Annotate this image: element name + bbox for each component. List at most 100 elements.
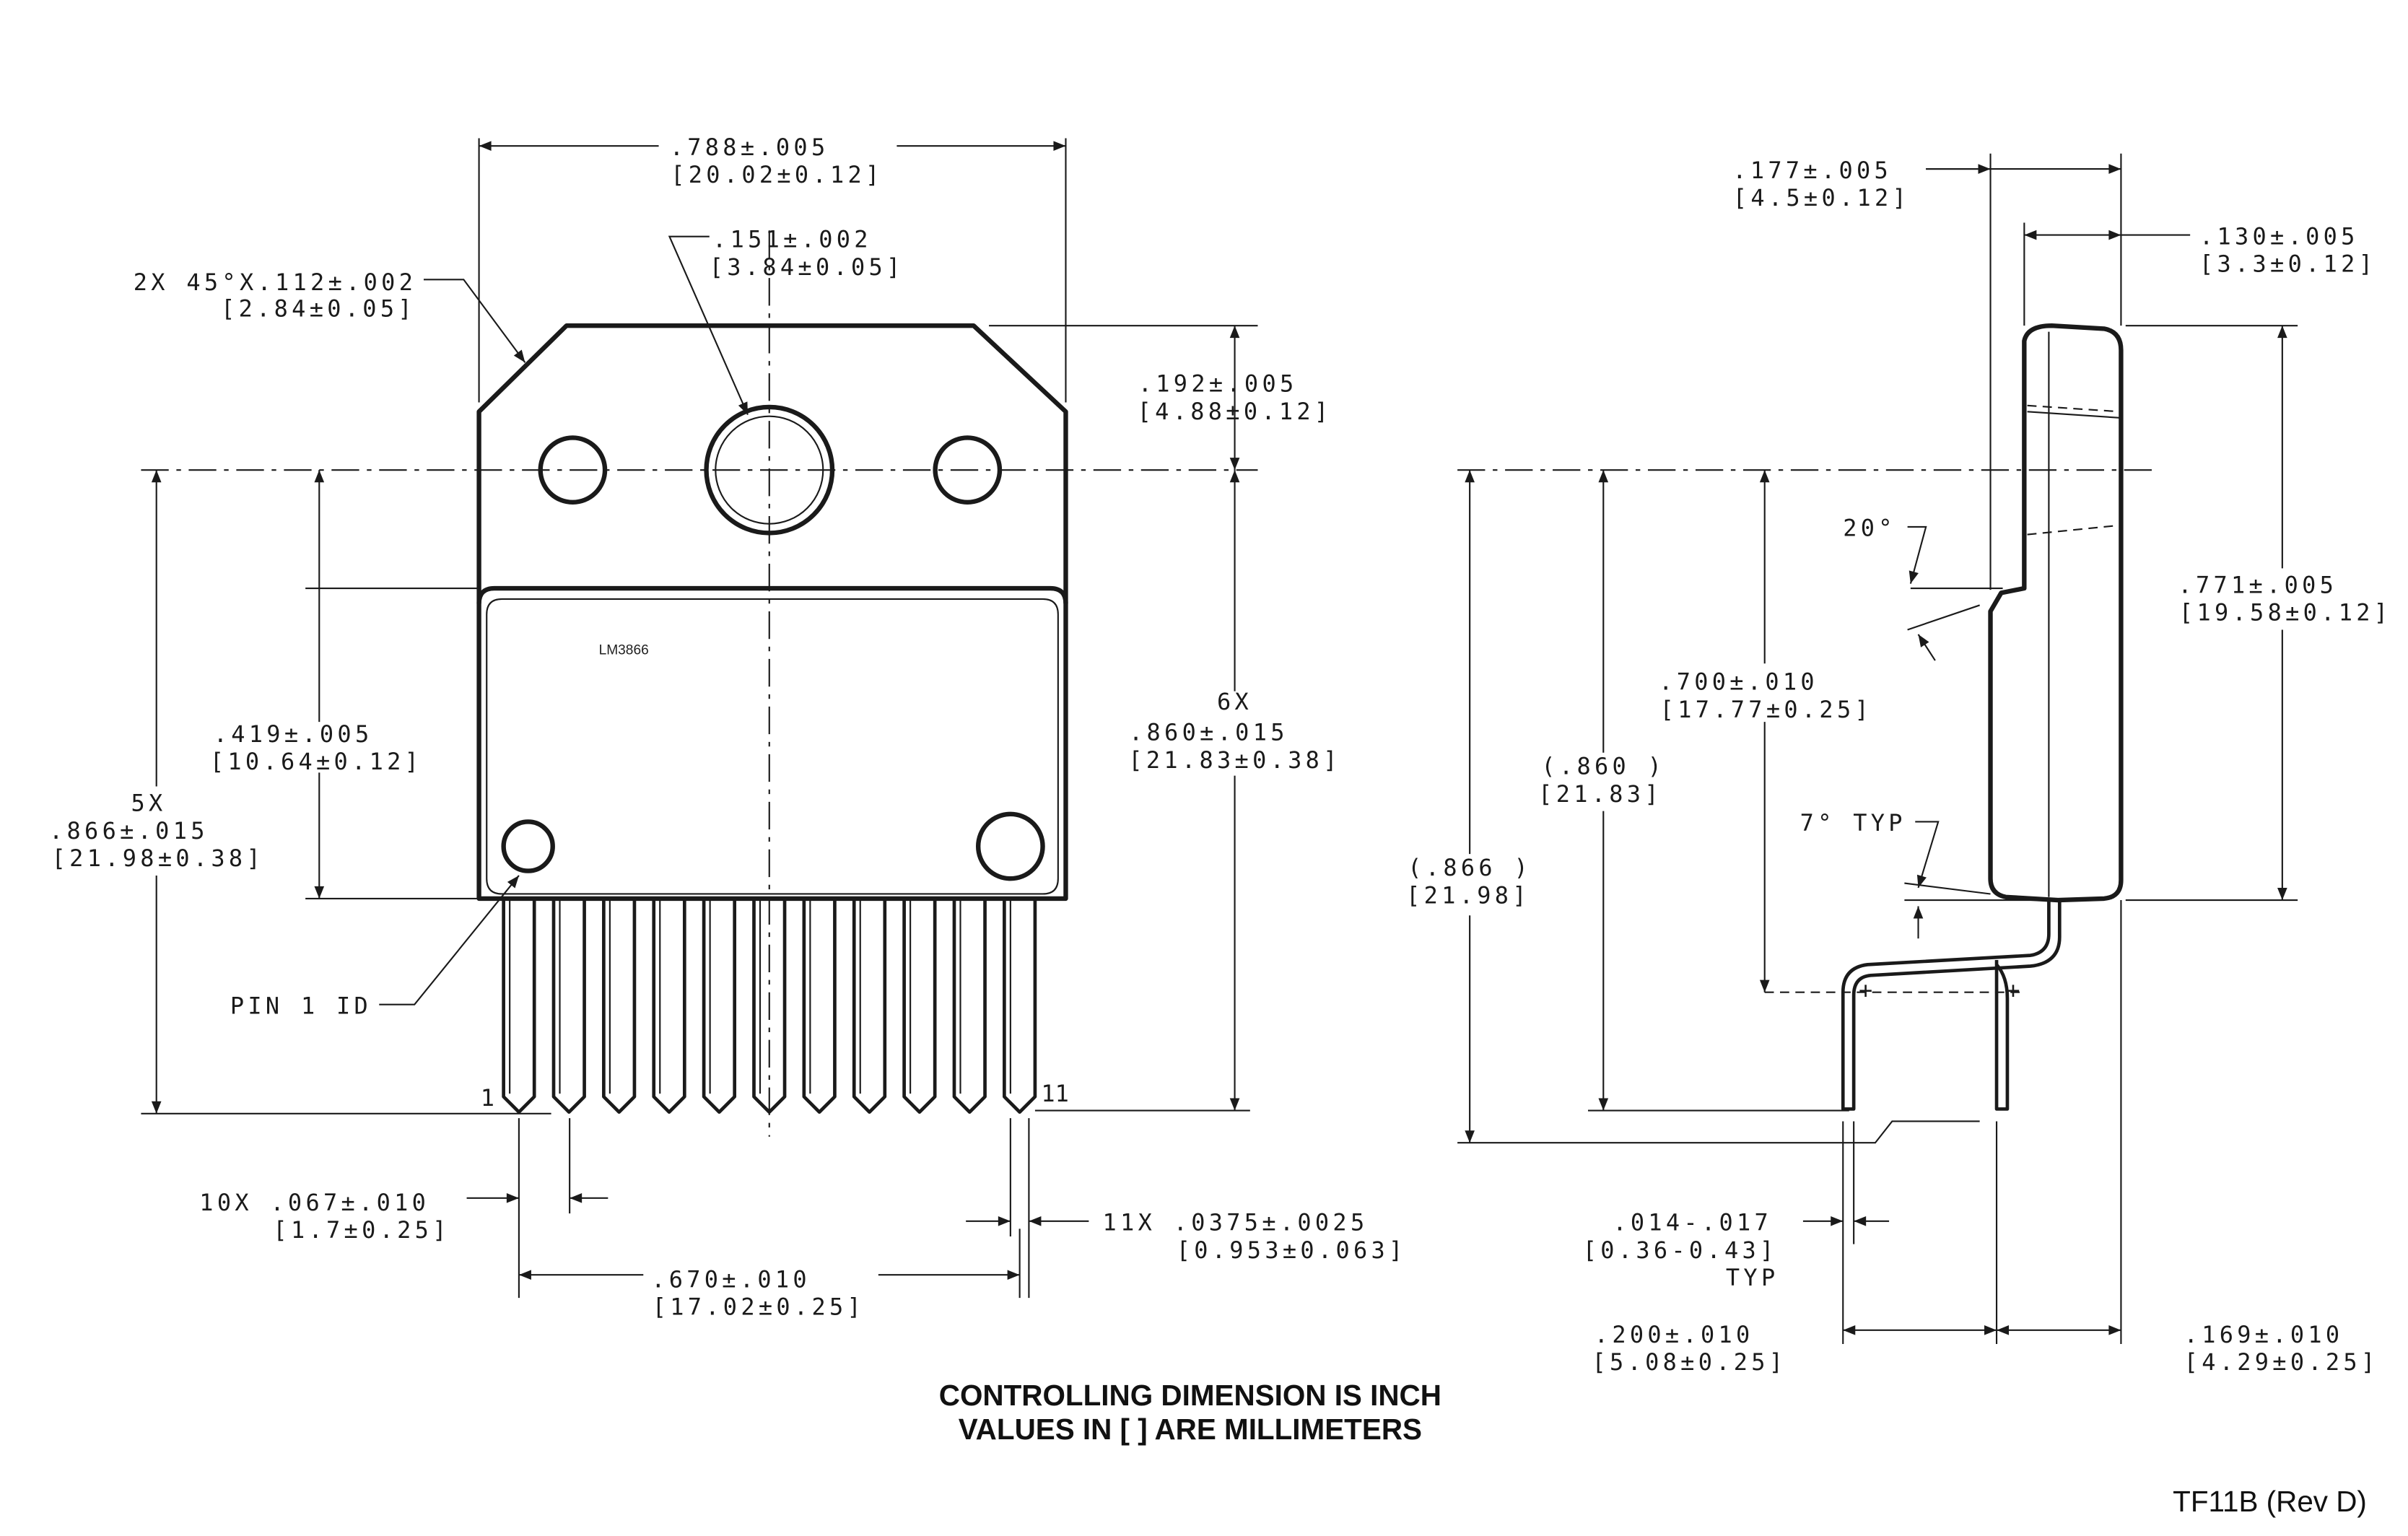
svg-text:[17.02±0.25]: [17.02±0.25] xyxy=(653,1293,865,1321)
package-mold-inner xyxy=(486,598,1059,895)
seat-mark-right: + xyxy=(2006,977,2024,1004)
svg-text:[19.58±0.12]: [19.58±0.12] xyxy=(2179,599,2391,627)
front-view: LM3866 1 11 .788±.005 [20.02±0.12] 2X 45… xyxy=(49,134,1407,1321)
side-heatsink-ledge2 xyxy=(2027,411,2120,419)
side-lead-front xyxy=(1994,960,2010,1111)
svg-text:[0.953±0.063]: [0.953±0.063] xyxy=(1177,1236,1407,1264)
dimension-lead-width-2: 11X .0375±.0025 [0.953±0.063] xyxy=(966,1118,1407,1299)
svg-text:[0.36-0.43]: [0.36-0.43] xyxy=(1583,1236,1778,1264)
svg-text:[1.7±0.25]: [1.7±0.25] xyxy=(273,1216,450,1244)
pin-number-first: 1 xyxy=(481,1084,494,1112)
drawing-notes: CONTROLLING DIMENSION IS INCH VALUES IN … xyxy=(939,1379,1441,1446)
part-marking: LM3866 xyxy=(599,643,649,658)
svg-text:.866±.015: .866±.015 xyxy=(49,817,209,845)
seat-mark-left: + xyxy=(1859,977,1877,1004)
dimension-lead-width: 10X .067±.010 [1.7±0.25] xyxy=(199,1118,608,1299)
lead-pin-11 xyxy=(1003,900,1037,1114)
svg-text:(.866 ): (.866 ) xyxy=(1408,854,1532,881)
svg-text:[5.08±0.25]: [5.08±0.25] xyxy=(1592,1348,1787,1376)
svg-text:10X .067±.010: 10X .067±.010 xyxy=(199,1189,429,1216)
dimension-angle-7: 7° TYP xyxy=(1800,809,2049,939)
dimension-ref-866: (.866 ) [21.98] xyxy=(1406,470,1980,1144)
svg-text:.151±.002: .151±.002 xyxy=(712,226,872,253)
document-id: TF11B (Rev D) xyxy=(2173,1485,2367,1518)
svg-text:[4.88±0.12]: [4.88±0.12] xyxy=(1138,398,1332,425)
dimension-height-860: 6X .860±.015 [21.83±0.38] xyxy=(1034,470,1340,1112)
dimension-height-700: .700±.010 [17.77±0.25] xyxy=(1659,470,1872,992)
lead-pin-4 xyxy=(652,900,686,1114)
svg-text:20°: 20° xyxy=(1843,515,1896,542)
dimension-height-866: 5X .866±.015 [21.98±0.38] xyxy=(49,470,551,1114)
svg-text:[10.64±0.12]: [10.64±0.12] xyxy=(210,748,422,775)
lead-pin-2 xyxy=(551,900,586,1114)
svg-text:6X: 6X xyxy=(1217,688,1252,715)
svg-text:[4.29±0.25]: [4.29±0.25] xyxy=(2184,1348,2379,1376)
svg-text:.771±.005: .771±.005 xyxy=(2178,571,2337,598)
pin-number-last: 11 xyxy=(1041,1080,1068,1107)
svg-text:.860±.015: .860±.015 xyxy=(1129,719,1288,746)
dimension-pitch-200: .200±.010 [5.08±0.25] xyxy=(1592,1121,1998,1376)
dimension-height-419: .419±.005 [10.64±0.12] xyxy=(210,470,479,899)
side-heatsink-ledge xyxy=(2027,404,2120,413)
dimension-span-670: .670±.010 [17.02±0.25] xyxy=(518,1229,1021,1321)
side-view: + + .177±.005 [4.5±0.12] .130±.005 [3.3±… xyxy=(1406,153,2391,1376)
dimension-height-771: .771±.005 [19.58±0.12] xyxy=(2125,325,2391,902)
svg-text:11X .0375±.0025: 11X .0375±.0025 xyxy=(1103,1209,1369,1236)
svg-text:[20.02±0.12]: [20.02±0.12] xyxy=(671,161,883,188)
dimension-lead-thickness: .014-.017 [0.36-0.43] TYP xyxy=(1583,1121,1890,1344)
dimension-hole-diameter: .151±.002 [3.84±0.05] xyxy=(668,226,904,415)
svg-text:.192±.005: .192±.005 xyxy=(1138,370,1298,398)
svg-text:2X 45°X.112±.002: 2X 45°X.112±.002 xyxy=(134,269,416,296)
svg-text:(.860 ): (.860 ) xyxy=(1541,753,1665,780)
svg-text:[4.5±0.12]: [4.5±0.12] xyxy=(1733,184,1910,211)
svg-text:.700±.010: .700±.010 xyxy=(1659,668,1818,695)
dimension-chamfer: 2X 45°X.112±.002 [2.84±0.05] xyxy=(134,269,526,363)
svg-text:.169±.010: .169±.010 xyxy=(2184,1321,2344,1348)
svg-text:.177±.005: .177±.005 xyxy=(1732,157,1892,184)
svg-text:.788±.005: .788±.005 xyxy=(670,134,829,161)
svg-text:TYP: TYP xyxy=(1726,1264,1779,1291)
svg-text:[21.83±0.38]: [21.83±0.38] xyxy=(1128,746,1340,774)
dimension-offset-169: .169±.010 [4.29±0.25] xyxy=(1997,900,2379,1376)
package-body-outline xyxy=(476,323,1068,902)
side-hidden-line xyxy=(2027,524,2120,536)
ejector-mark-left xyxy=(501,819,555,873)
ejector-mark-right xyxy=(975,811,1045,881)
lead-pin-8 xyxy=(852,900,887,1114)
dimension-width-130: .130±.005 [3.3±0.12] xyxy=(2023,222,2376,326)
lead-pin-7 xyxy=(802,900,837,1114)
label-pin1-id: PIN 1 ID xyxy=(230,875,520,1019)
svg-text:[2.84±0.05]: [2.84±0.05] xyxy=(221,294,416,322)
svg-text:[3.84±0.05]: [3.84±0.05] xyxy=(710,253,904,281)
svg-text:[21.98±0.38]: [21.98±0.38] xyxy=(52,845,264,872)
svg-text:[21.98]: [21.98] xyxy=(1406,881,1530,909)
svg-text:.130±.005: .130±.005 xyxy=(2199,222,2359,250)
side-lead-rear xyxy=(1841,900,2062,1111)
lead-pin-10 xyxy=(952,900,987,1114)
dimension-width-788: .788±.005 [20.02±0.12] xyxy=(478,134,1067,403)
leads xyxy=(502,900,1037,1114)
svg-text:[3.3±0.12]: [3.3±0.12] xyxy=(2199,250,2376,278)
svg-text:7° TYP: 7° TYP xyxy=(1800,809,1906,837)
dimension-tab-192: .192±.005 [4.88±0.12] xyxy=(989,325,1332,471)
svg-text:.419±.005: .419±.005 xyxy=(214,720,373,748)
svg-text:5X: 5X xyxy=(131,790,167,817)
note-controlling-dimension: CONTROLLING DIMENSION IS INCH xyxy=(939,1379,1441,1412)
svg-text:[21.83]: [21.83] xyxy=(1538,780,1662,808)
lead-pin-5 xyxy=(702,900,737,1114)
svg-text:.670±.010: .670±.010 xyxy=(651,1265,811,1293)
svg-text:PIN 1 ID: PIN 1 ID xyxy=(230,992,372,1019)
dimension-ref-860: (.860 ) [21.83] xyxy=(1538,470,1849,1112)
lead-pin-3 xyxy=(602,900,637,1114)
side-body-outline xyxy=(1988,323,2124,903)
svg-text:[17.77±0.25]: [17.77±0.25] xyxy=(1660,696,1872,723)
lead-pin-1 xyxy=(502,900,536,1114)
dimension-width-177: .177±.005 [4.5±0.12] xyxy=(1732,153,2122,590)
note-millimeter-values: VALUES IN [ ] ARE MILLIMETERS xyxy=(959,1413,1422,1446)
dimension-angle-20: 20° xyxy=(1843,515,2003,661)
lead-pin-9 xyxy=(902,900,937,1114)
svg-text:.200±.010: .200±.010 xyxy=(1595,1321,1754,1348)
svg-text:.014-.017: .014-.017 xyxy=(1613,1209,1772,1236)
lead-pin-6 xyxy=(752,900,787,1114)
package-mold-outline xyxy=(476,585,1068,604)
